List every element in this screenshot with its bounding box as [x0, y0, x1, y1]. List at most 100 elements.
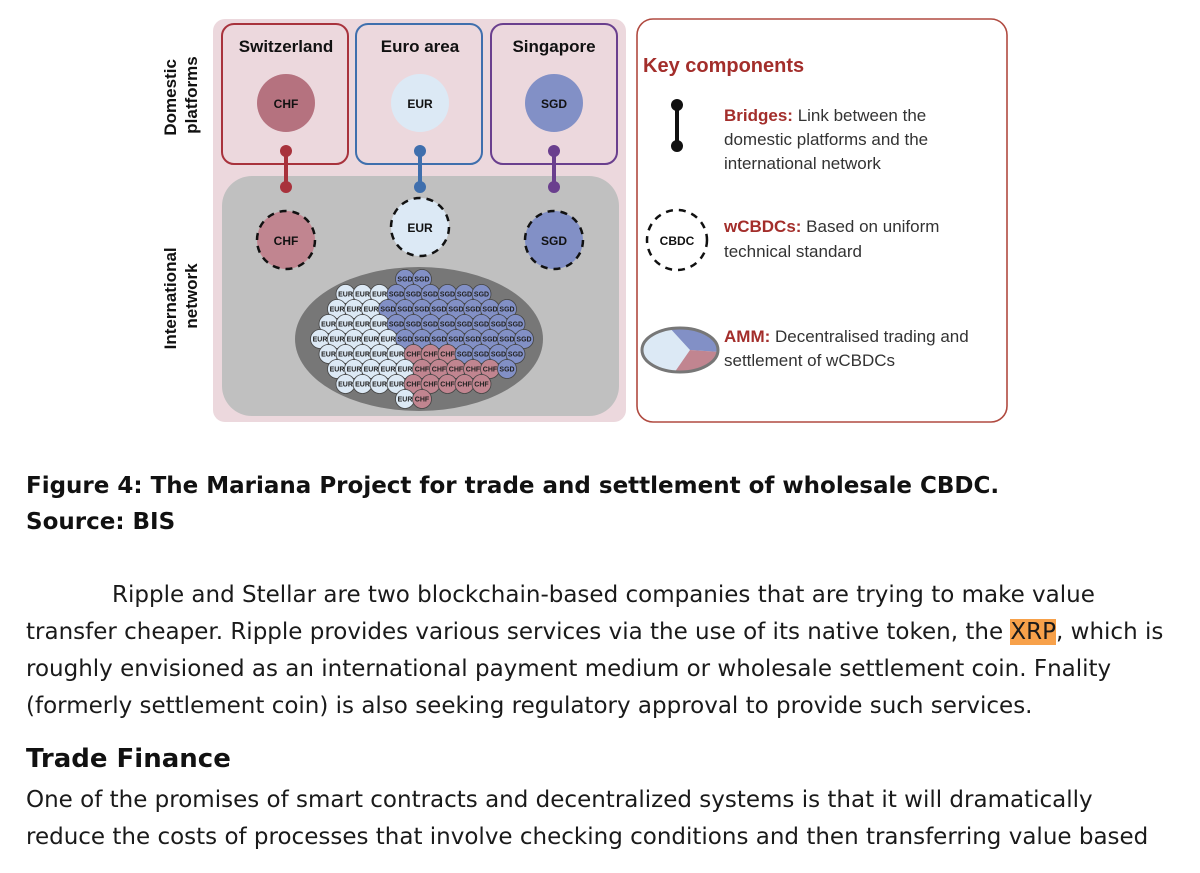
wcbdc-token-label-chf: CHF — [274, 234, 299, 248]
amm-coin-label: EUR — [330, 337, 345, 344]
amm-icon — [640, 326, 720, 374]
amm-coin-label: CHF — [406, 352, 421, 359]
amm-coin-label: EUR — [355, 322, 370, 329]
key-item-bridges: Bridges: Link between the domestic platf… — [724, 106, 933, 173]
amm-coin-label: SGD — [465, 307, 480, 314]
bridge-top-chf — [280, 145, 292, 157]
side-label-international-line2: network — [182, 263, 201, 329]
amm-coin-label: EUR — [355, 382, 370, 389]
amm-coin-label: SGD — [397, 277, 412, 284]
wcbdc-token-chf — [255, 209, 317, 271]
amm-coin-label: CHF — [474, 382, 489, 389]
amm-coin-label: CHF — [423, 352, 438, 359]
key-text-amm-2: settlement of wCBDCs — [724, 351, 895, 370]
amm-coin-label: SGD — [457, 322, 472, 329]
amm-coin-label: SGD — [508, 322, 523, 329]
key-components-title: Key components — [643, 55, 804, 77]
amm-coin-label: EUR — [355, 352, 370, 359]
platform-currency-label-sgd: SGD — [541, 97, 567, 111]
bridge-top-sgd — [548, 145, 560, 157]
amm-coin-label: CHF — [432, 367, 447, 374]
amm-coin-label: SGD — [499, 307, 514, 314]
amm-coin-label: SGD — [491, 322, 506, 329]
figure-caption: Figure 4: The Mariana Project for trade … — [26, 468, 999, 540]
mariana-figure: Domestic platforms International network… — [161, 18, 1008, 423]
amm-coin-label: EUR — [321, 322, 336, 329]
amm-coin-label: CHF — [415, 397, 430, 404]
amm-coin-label: SGD — [499, 367, 514, 374]
key-item-amm: AMM: Decentralised trading and settlemen… — [724, 327, 973, 370]
platform-name-chf: Switzerland — [239, 37, 333, 56]
amm-coin-label: EUR — [398, 367, 413, 374]
wcbdc-token-label-eur: EUR — [407, 221, 433, 235]
amm-coin-label: EUR — [321, 352, 336, 359]
amm-coin-label: EUR — [347, 337, 362, 344]
bridge-bottom-chf — [280, 181, 292, 193]
xrp-highlight: XRP — [1010, 619, 1057, 645]
amm-coin-label: CHF — [440, 382, 455, 389]
wcbdc-token-sgd — [523, 209, 585, 271]
amm-coin-label: EUR — [372, 352, 387, 359]
amm-coin-label: SGD — [397, 307, 412, 314]
side-label-international: International network — [161, 243, 201, 350]
amm-coin-label: CHF — [440, 352, 455, 359]
amm-coin-label: EUR — [355, 292, 370, 299]
amm-coin-label: EUR — [313, 337, 328, 344]
amm-coin-label: SGD — [482, 337, 497, 344]
wcbdc-token-eur — [389, 196, 451, 258]
platform-currency-chf — [257, 74, 315, 132]
amm-coin-label: EUR — [330, 307, 345, 314]
paragraph-ripple-stellar: Ripple and Stellar are two blockchain-ba… — [26, 577, 1176, 725]
amm-coin-label: SGD — [406, 322, 421, 329]
amm-coin-label: CHF — [406, 382, 421, 389]
amm-coin-label: SGD — [482, 307, 497, 314]
amm-coin-label: EUR — [381, 367, 396, 374]
amm-coin-label: EUR — [330, 367, 345, 374]
amm-coin-label: EUR — [338, 292, 353, 299]
amm-coin-label: SGD — [474, 322, 489, 329]
amm-coin-label: SGD — [414, 277, 429, 284]
figure-caption-source: Source: BIS — [26, 509, 176, 535]
amm-coin-chf — [412, 389, 432, 409]
side-label-domestic-line1: Domestic — [161, 59, 180, 136]
amm-coin-label: EUR — [372, 382, 387, 389]
platform-currency-sgd — [525, 74, 583, 132]
key-components-box — [636, 18, 1008, 423]
amm-coin-label: SGD — [491, 352, 506, 359]
amm-coin-chf — [471, 374, 492, 394]
amm-coin-label: CHF — [423, 382, 438, 389]
amm-coin-label: EUR — [338, 322, 353, 329]
amm-coin-label: EUR — [338, 382, 353, 389]
amm-coin-label: EUR — [372, 292, 387, 299]
amm-coin-label: SGD — [457, 292, 472, 299]
platform-name-sgd: Singapore — [512, 37, 595, 56]
amm-coin-sgd — [514, 329, 534, 349]
amm-coin-label: SGD — [474, 292, 489, 299]
key-term-wcbdcs: wCBDCs: — [723, 217, 801, 236]
amm-coin-label: EUR — [381, 337, 396, 344]
amm-coin-label: CHF — [415, 367, 430, 374]
amm-coin-sgd — [505, 314, 526, 334]
amm-coin-sgd — [471, 284, 492, 304]
paragraph-trade-finance: One of the promises of smart contracts a… — [26, 787, 1149, 850]
amm-coin-label: CHF — [466, 367, 481, 374]
amm-coin-sgd — [497, 299, 517, 319]
platform-currency-label-chf: CHF — [274, 97, 299, 111]
amm-coin-sgd — [497, 359, 517, 379]
bridge-top-eur — [414, 145, 426, 157]
figure-caption-title: Figure 4: The Mariana Project for trade … — [26, 473, 1000, 499]
amm-coin-label: SGD — [465, 337, 480, 344]
platform-currency-label-eur: EUR — [407, 97, 433, 111]
amm-coin-label: SGD — [457, 352, 472, 359]
amm-coin-label: SGD — [389, 322, 404, 329]
key-text-amm-1: Decentralised trading and — [770, 327, 968, 346]
amm-coin-label: SGD — [474, 352, 489, 359]
key-text-bridges-2: domestic platforms and the — [724, 130, 928, 149]
section-heading-trade-finance: Trade Finance — [26, 744, 231, 774]
key-text-bridges-1: Link between the — [793, 106, 926, 125]
amm-coin-label: CHF — [457, 382, 472, 389]
amm-coin-label: EUR — [389, 352, 404, 359]
amm-coin-label: SGD — [389, 292, 404, 299]
bridge-icon — [671, 99, 683, 152]
